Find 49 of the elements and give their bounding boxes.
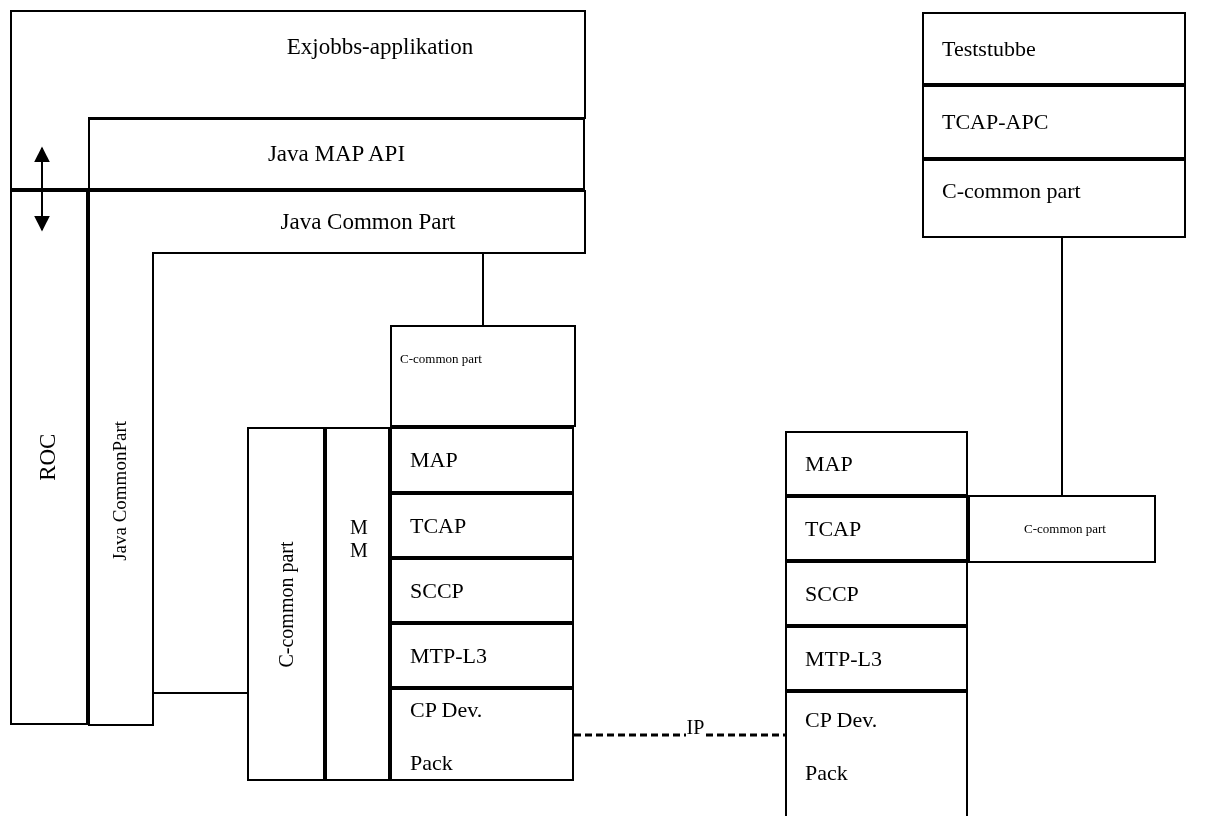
- layer-label: Exjobbs-applikation: [286, 34, 474, 61]
- layer-label: Java Common Part: [280, 208, 456, 236]
- layer-box: [785, 626, 968, 691]
- layer-label: C-common part: [400, 351, 482, 367]
- layer-label: Teststubbe: [942, 35, 1036, 62]
- layer-label: MTP-L3: [410, 642, 487, 669]
- layer-label: MTP-L3: [805, 645, 882, 672]
- layer-box: [785, 691, 968, 816]
- layer-label: C-common part: [942, 178, 1081, 204]
- layer-box: [390, 427, 574, 493]
- layer-panel: [88, 190, 586, 726]
- layer-label: TCAP: [805, 515, 862, 542]
- connector-line: [151, 692, 248, 694]
- layer-box: [390, 493, 574, 558]
- layer-label: MAP: [410, 447, 458, 473]
- double-arrow: [34, 146, 50, 232]
- layer-label: M M: [349, 516, 369, 562]
- layer-label: C-common part: [1024, 521, 1106, 537]
- layer-label: SCCP: [805, 580, 859, 607]
- layer-box: [785, 431, 968, 496]
- layer-label: TCAP: [410, 512, 467, 539]
- layer-label: CP Dev. Pack: [805, 706, 879, 787]
- edge-label: IP: [685, 717, 706, 737]
- layer-box: [247, 427, 325, 781]
- layer-box: [390, 623, 574, 688]
- layer-label: Java MAP API: [267, 140, 406, 168]
- layer-panel: [10, 10, 586, 190]
- dashed-connector: [574, 733, 785, 737]
- layer-label: SCCP: [410, 577, 464, 604]
- layer-box: [968, 495, 1156, 563]
- layer-label: TCAP-APC: [942, 109, 1049, 135]
- layer-box: [325, 427, 390, 781]
- layer-label: Java CommonPart: [109, 421, 131, 561]
- layer-box: [390, 688, 574, 781]
- layer-box: [390, 558, 574, 623]
- layer-box: [390, 325, 576, 427]
- layer-box: [922, 159, 1186, 238]
- layer-box: [785, 561, 968, 626]
- layer-label: CP Dev. Pack: [410, 695, 484, 777]
- layer-box: [88, 118, 585, 190]
- layer-box: [785, 496, 968, 561]
- layer-label: ROC: [35, 433, 62, 482]
- layer-box: [922, 85, 1186, 159]
- layer-label: C-common part: [274, 540, 298, 668]
- connector-line: [482, 252, 484, 326]
- layer-label: MAP: [805, 450, 853, 477]
- layer-box: [10, 190, 88, 725]
- connector-line: [1061, 237, 1063, 496]
- layer-box: [922, 12, 1186, 85]
